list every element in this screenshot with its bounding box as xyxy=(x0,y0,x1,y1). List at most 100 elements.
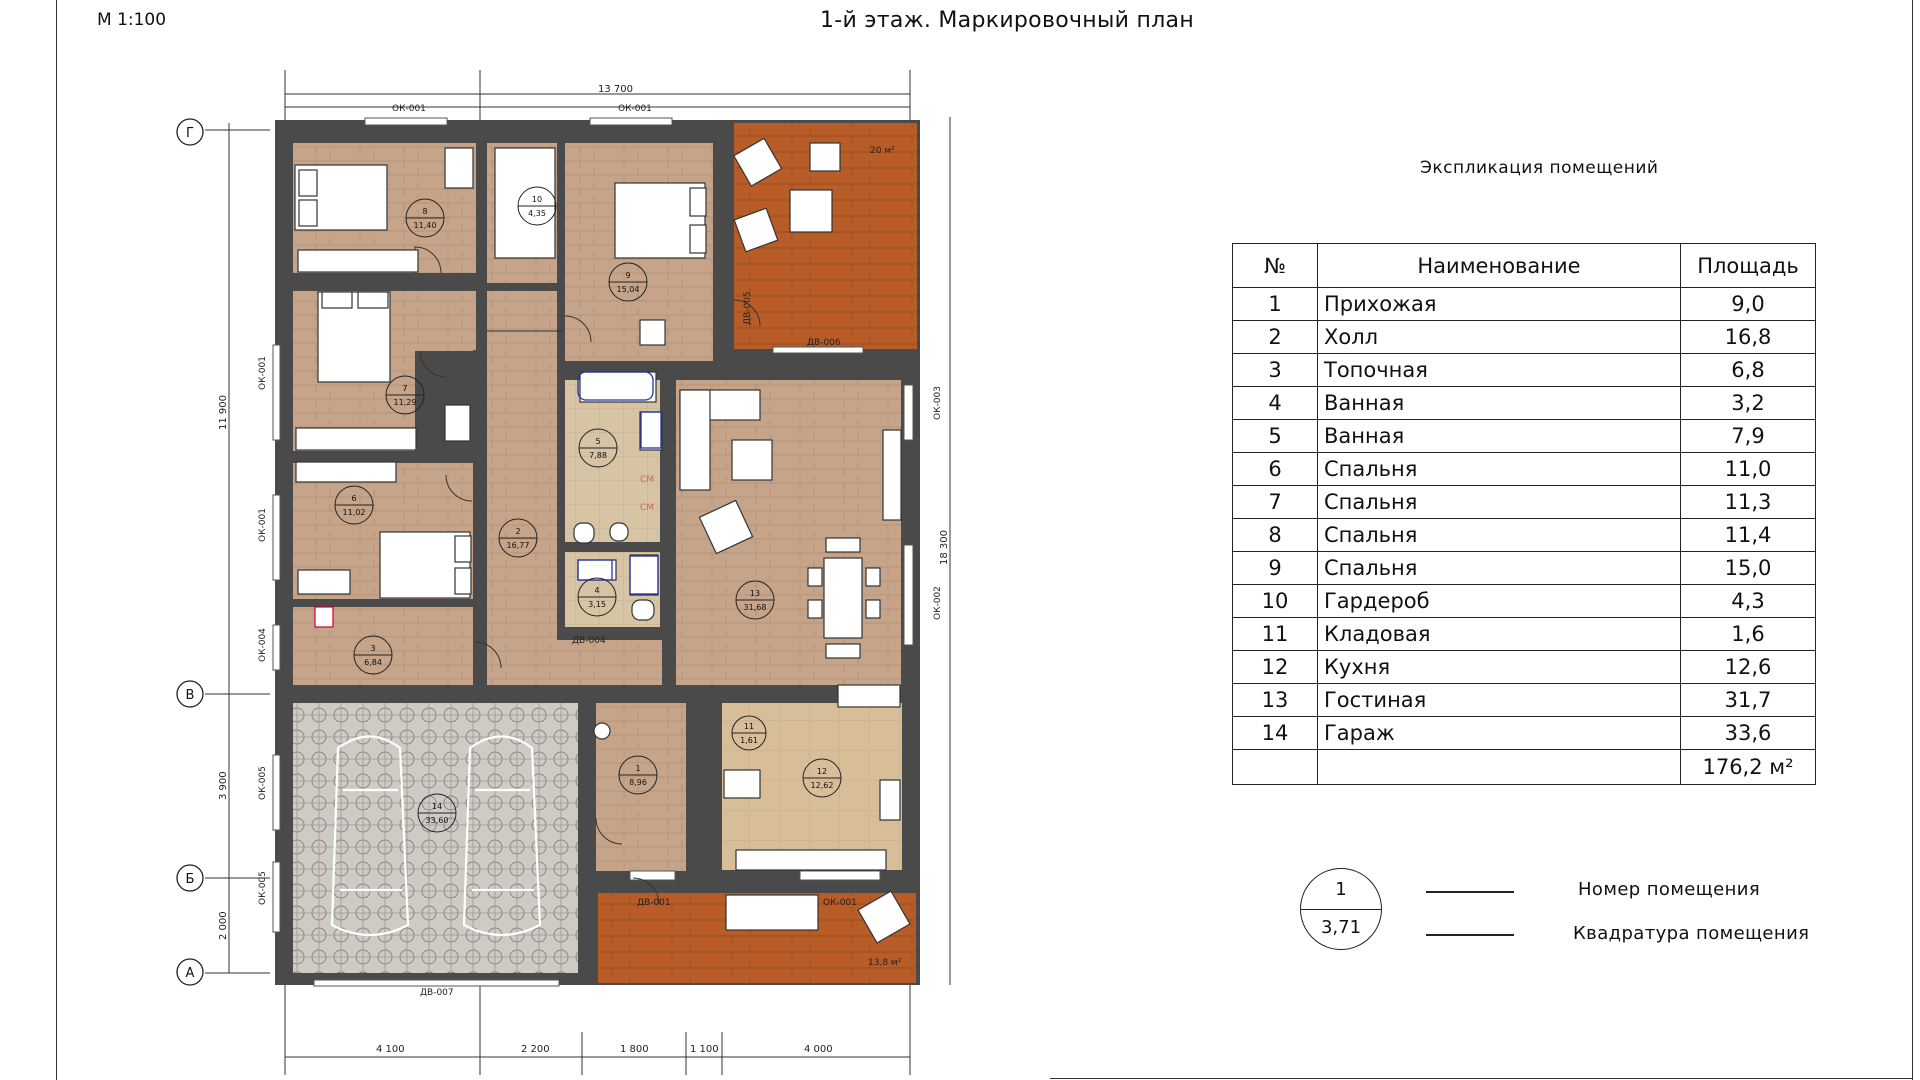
floor-room-1 xyxy=(596,703,686,871)
wall-seg xyxy=(557,120,565,370)
room-marker-8: 811,40 xyxy=(405,198,445,238)
cell-number: 6 xyxy=(1232,452,1318,486)
wc-tag: СМ xyxy=(640,503,654,513)
svg-text:5: 5 xyxy=(595,437,600,446)
cell-area: 6,8 xyxy=(1680,353,1816,387)
cell-number: 4 xyxy=(1232,386,1318,420)
cell-name: Холл xyxy=(1317,320,1681,354)
svg-text:10: 10 xyxy=(532,195,542,204)
window-label: ОК-005 xyxy=(258,871,268,905)
dim-bottom-3: 1 800 xyxy=(620,1044,649,1055)
floor-corridor xyxy=(415,291,487,351)
svg-text:15,04: 15,04 xyxy=(617,285,640,294)
room-marker-5: 57,88 xyxy=(578,428,618,468)
cell-number: 13 xyxy=(1232,683,1318,717)
terrace-area: 20 м² xyxy=(870,146,895,156)
cell-name: Ванная xyxy=(1317,419,1681,453)
wall-seg xyxy=(578,685,596,985)
svg-text:12,62: 12,62 xyxy=(811,781,834,790)
cell-name: Гостиная xyxy=(1317,683,1681,717)
window-label: ОК-004 xyxy=(258,628,268,662)
svg-text:11,02: 11,02 xyxy=(343,508,366,517)
cell-number: 3 xyxy=(1232,353,1318,387)
svg-text:13: 13 xyxy=(750,589,760,598)
svg-text:А: А xyxy=(186,966,195,981)
svg-text:1: 1 xyxy=(635,764,640,773)
cell-name: Ванная xyxy=(1317,386,1681,420)
svg-text:7: 7 xyxy=(402,384,407,393)
dim-bottom-2: 2 200 xyxy=(521,1044,550,1055)
door-label: ДВ-007 xyxy=(420,988,454,998)
legend-marker-area: 3,71 xyxy=(1320,917,1362,938)
axis-marker-b: Б xyxy=(176,864,204,892)
axis-marker-a: А xyxy=(176,958,204,986)
legend-leader-line-1 xyxy=(1426,891,1514,893)
wall-seg xyxy=(293,451,473,463)
wall-seg xyxy=(487,283,557,291)
room-marker-10: 104,35 xyxy=(517,186,557,226)
svg-text:11: 11 xyxy=(744,722,754,731)
room-marker-4: 43,15 xyxy=(577,577,617,617)
cell-number: 9 xyxy=(1232,551,1318,585)
table-header-row: № Наименование Площадь xyxy=(1232,243,1816,288)
cell-name: Гараж xyxy=(1317,716,1681,750)
dim-left-low: 2 000 xyxy=(218,911,229,940)
wall-seg xyxy=(476,120,487,350)
cell-area: 12,6 xyxy=(1680,650,1816,684)
sheet-frame-right xyxy=(1912,0,1913,1080)
cell-number: 12 xyxy=(1232,650,1318,684)
wall-seg xyxy=(713,120,734,363)
cell-number: 2 xyxy=(1232,320,1318,354)
cell-area: 9,0 xyxy=(1680,287,1816,321)
dim-overall-width: 13 700 xyxy=(598,84,633,95)
window-label: ОК-002 xyxy=(933,586,943,620)
cell-number: 1 xyxy=(1232,287,1318,321)
window-label: ОК-001 xyxy=(258,508,268,542)
cell-name: Кладовая xyxy=(1317,617,1681,651)
svg-text:12: 12 xyxy=(817,767,827,776)
sheet-title: 1-й этаж. Маркировочный план xyxy=(820,8,1195,33)
cell-name: Гардероб xyxy=(1317,584,1681,618)
cell-name: Спальня xyxy=(1317,452,1681,486)
window-label: ОК-001 xyxy=(392,104,426,114)
window-label: ОК-005 xyxy=(258,766,268,800)
svg-text:6: 6 xyxy=(351,494,356,503)
svg-text:3,15: 3,15 xyxy=(588,600,606,609)
explication-heading: Экспликация помещений xyxy=(1420,158,1659,178)
floor-hall-a xyxy=(487,291,557,685)
cell-area: 11,4 xyxy=(1680,518,1816,552)
cell-area: 3,2 xyxy=(1680,386,1816,420)
door-label: ДВ-005 xyxy=(743,291,753,325)
sheet-frame-bottom xyxy=(1050,1078,1912,1079)
room-marker-1: 18,96 xyxy=(618,755,658,795)
svg-text:31,68: 31,68 xyxy=(744,603,767,612)
door-label: ДВ-004 xyxy=(572,636,606,646)
svg-text:1,61: 1,61 xyxy=(740,736,758,745)
room-marker-13: 13 31,68 xyxy=(735,580,775,620)
svg-text:11,29: 11,29 xyxy=(394,398,417,407)
cell-area: 11,0 xyxy=(1680,452,1816,486)
svg-text:2: 2 xyxy=(515,527,520,536)
cell-area: 11,3 xyxy=(1680,485,1816,519)
column-header-name: Наименование xyxy=(1317,243,1681,288)
door-label: ДВ-006 xyxy=(807,338,841,348)
cell-area: 31,7 xyxy=(1680,683,1816,717)
wall-seg xyxy=(275,685,920,703)
svg-text:7,88: 7,88 xyxy=(589,451,607,460)
cell-area: 4,3 xyxy=(1680,584,1816,618)
axis-marker-g: Г xyxy=(176,118,204,146)
wall-seg xyxy=(686,685,722,871)
total-area: 176,2 м² xyxy=(1680,749,1816,785)
dim-overall-height: 18 300 xyxy=(939,530,950,565)
wall-seg xyxy=(293,599,473,607)
svg-text:14: 14 xyxy=(432,802,442,811)
cell-area: 15,0 xyxy=(1680,551,1816,585)
terrace-area: 13,8 м² xyxy=(868,958,902,968)
